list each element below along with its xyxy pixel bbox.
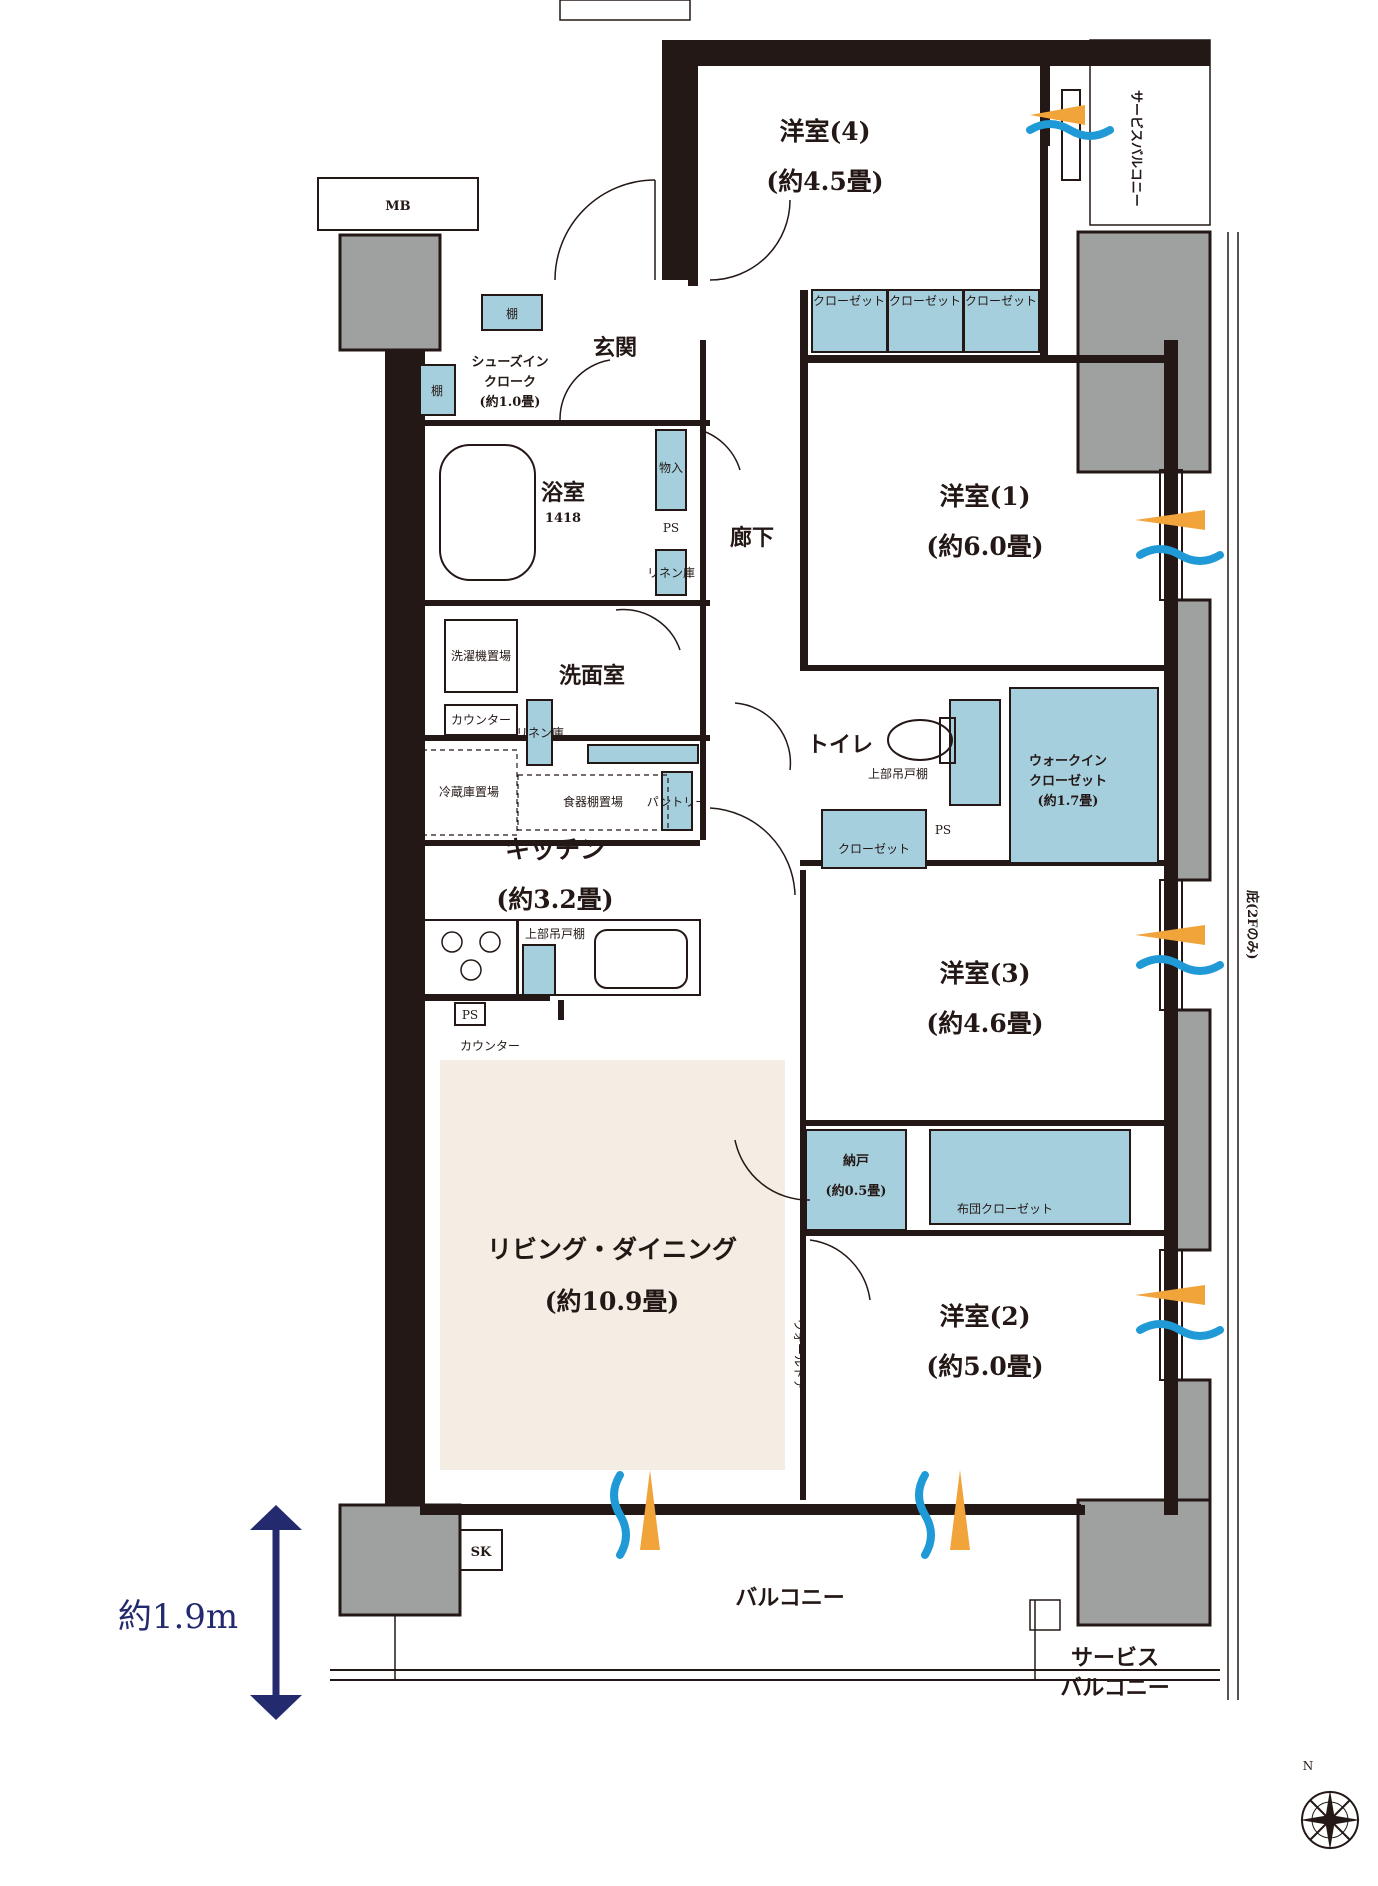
ps-label-3: PS	[462, 1008, 478, 1022]
mb-label: MB	[385, 199, 410, 214]
upper-shelf-label-1: 上部吊戸棚	[868, 766, 928, 781]
nando-name: 納戸	[843, 1153, 869, 1169]
shoes-closet-area: (約1.0畳)	[480, 394, 541, 410]
western4-name: 洋室(4)	[779, 117, 870, 146]
closet-label-4: クローゼット	[838, 842, 910, 856]
ps-label-2: PS	[935, 823, 951, 837]
western3-name: 洋室(3)	[939, 959, 1030, 988]
counter-label-1: カウンター	[451, 713, 511, 727]
breeze-icon	[610, 120, 1224, 1559]
mb-box	[317, 177, 479, 231]
fridge-label: 冷蔵庫置場	[439, 785, 499, 799]
bath-code: 1418	[545, 511, 581, 526]
western1-name: 洋室(1)	[939, 482, 1030, 511]
service-balcony-line1: サービス	[1071, 1645, 1159, 1671]
door-swings	[554, 179, 871, 1301]
sk-box	[459, 1529, 503, 1571]
closet-label-3: クローゼット	[965, 294, 1037, 308]
closet-label-1: クローゼット	[813, 294, 885, 308]
pantry-label: パントリー	[647, 795, 708, 809]
north-label: N	[1303, 1759, 1314, 1773]
balcony-rail	[330, 1529, 1220, 1681]
service-balcony-top: サービスバルコニー	[1128, 90, 1144, 207]
shelf-label-1: 棚	[506, 306, 518, 321]
kitchen-area: (約3.2畳)	[496, 885, 613, 914]
sunlight-icon	[640, 105, 1205, 1550]
shelf-label-2: 棚	[431, 383, 443, 398]
western2-area: (約5.0畳)	[926, 1352, 1043, 1381]
monoire-label: 物入	[659, 461, 683, 475]
outer-walls	[338, 40, 1212, 1627]
washroom-name: 洗面室	[559, 663, 625, 689]
counter-box	[444, 704, 518, 736]
dish-shelf-label: 食器棚置場	[563, 794, 623, 809]
closet-label-2: クローゼット	[889, 294, 961, 308]
fridge-space	[421, 749, 518, 836]
dimension-arrow	[250, 1505, 302, 1720]
western3-area: (約4.6畳)	[926, 1009, 1043, 1038]
western2-name: 洋室(2)	[939, 1302, 1030, 1331]
linen-label-1: リネン庫	[647, 566, 695, 580]
living-floor-area	[440, 1060, 785, 1470]
linen-label-2: リネン庫	[516, 726, 564, 740]
toilet-icon	[887, 719, 953, 761]
laundry-label: 洗濯機置場	[451, 648, 511, 663]
shoes-closet-name2: クローク	[484, 375, 536, 390]
walkin-name2: クローゼット	[1029, 773, 1107, 789]
toilet-name: トイレ	[807, 732, 873, 758]
living-area: (約10.9畳)	[545, 1287, 680, 1316]
futon-closet-label: 布団クローゼット	[957, 1202, 1053, 1216]
bath-name: 浴室	[541, 480, 585, 506]
interior-partitions	[420, 130, 1170, 1500]
service-balcony-line2: バルコニー	[1060, 1675, 1170, 1701]
compass-icon	[1300, 1790, 1360, 1850]
nando-area: (約0.5畳)	[826, 1183, 887, 1199]
kitchen-name: キッチン	[505, 835, 605, 864]
corridor-name: 廊下	[730, 525, 774, 551]
wall-door-label: ウォールドア	[792, 1319, 806, 1391]
western4-area: (約4.5畳)	[766, 167, 883, 196]
shoes-closet-name1: シューズイン	[471, 354, 548, 370]
upper-shelf-label-2: 上部吊戸棚	[525, 926, 585, 941]
stove-icon	[421, 919, 518, 996]
counter-label-2: カウンター	[460, 1039, 520, 1053]
dish-shelf-space	[517, 774, 669, 831]
living-name: リビング・ダイニング	[487, 1235, 737, 1264]
washer-box	[444, 619, 518, 693]
windows	[459, 89, 1183, 1514]
closets	[419, 289, 1159, 1231]
ps-label-1: PS	[663, 521, 679, 535]
bathtub-icon	[439, 444, 536, 581]
dimension-label: 約1.9m	[118, 1597, 238, 1637]
walkin-area: (約1.7畳)	[1038, 793, 1099, 809]
sk-label: SK	[471, 1545, 492, 1560]
balcony-name: バルコニー	[735, 1585, 845, 1611]
walkin-name1: ウォークイン	[1029, 754, 1107, 769]
entrance-name: 玄関	[593, 335, 637, 361]
eaves-label: 庇(2Fのみ)	[1244, 890, 1260, 960]
sink-icon	[594, 929, 688, 989]
western1-area: (約6.0畳)	[926, 532, 1043, 561]
